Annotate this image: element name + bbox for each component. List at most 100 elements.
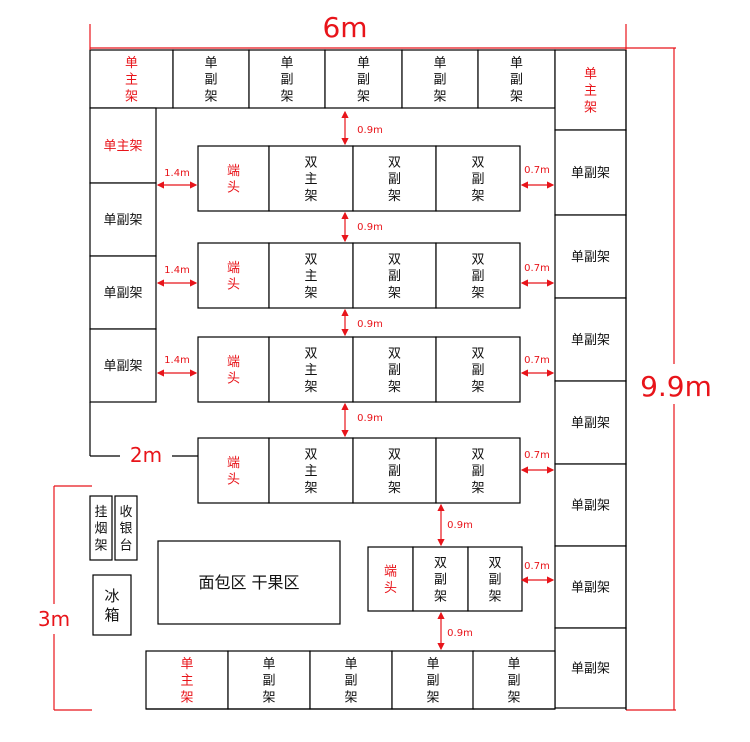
single-main-shelf-label: 单主架 <box>180 657 193 705</box>
single-sub-shelf-label: 单副架 <box>571 416 610 431</box>
svg-text:双: 双 <box>388 156 401 171</box>
svg-text:架: 架 <box>180 690 193 705</box>
svg-text:头: 头 <box>384 581 397 596</box>
double-main-shelf-label: 双主架 <box>304 347 317 395</box>
width-dimension-label: 6m <box>322 11 367 44</box>
double-sub-shelf-label: 双副架 <box>488 556 501 604</box>
single-sub-shelf-label: 单副架 <box>433 56 446 104</box>
svg-text:单: 单 <box>262 657 275 672</box>
label-layer: 单主架单副架单副架单副架单副架单副架单主架单主架单副架单副架单副架单副架单副架单… <box>38 11 712 705</box>
svg-text:端: 端 <box>227 355 240 370</box>
svg-text:双: 双 <box>304 156 317 171</box>
svg-text:架: 架 <box>388 189 401 204</box>
double-sub-shelf-label: 双副架 <box>434 556 447 604</box>
svg-text:双: 双 <box>304 253 317 268</box>
svg-text:主: 主 <box>584 84 597 99</box>
single-sub-shelf <box>477 49 556 109</box>
double-sub-shelf-label: 双副架 <box>471 156 484 204</box>
fridge <box>92 574 132 636</box>
svg-text:副: 副 <box>388 172 401 187</box>
svg-text:端: 端 <box>227 261 240 276</box>
single-sub-shelf-label: 单副架 <box>571 581 610 596</box>
svg-text:架: 架 <box>94 538 107 553</box>
svg-text:双: 双 <box>434 556 447 571</box>
single-sub-shelf-label: 单副架 <box>344 657 357 705</box>
double-sub-shelf-label: 双副架 <box>471 448 484 496</box>
svg-text:副: 副 <box>262 674 275 689</box>
single-main-shelf-label: 单主架 <box>584 67 597 115</box>
svg-text:架: 架 <box>304 481 317 496</box>
svg-text:副: 副 <box>280 73 293 88</box>
single-sub-shelf-label: 单副架 <box>204 56 217 104</box>
double-sub-shelf <box>467 546 523 612</box>
single-sub-shelf-label: 单副架 <box>357 56 370 104</box>
svg-text:单副架: 单副架 <box>103 286 142 301</box>
svg-text:单: 单 <box>180 657 193 672</box>
double-sub-shelf <box>435 437 521 504</box>
right-gap-label: 0.7m <box>524 165 550 176</box>
svg-text:单副架: 单副架 <box>571 416 610 431</box>
single-main-shelf <box>145 650 229 710</box>
aisle-gap-label: 0.9m <box>447 520 473 531</box>
bakery-zone-label: 面包区 干果区 <box>198 573 299 592</box>
svg-text:头: 头 <box>227 181 240 196</box>
svg-text:单: 单 <box>426 657 439 672</box>
single-sub-shelf <box>89 255 157 330</box>
svg-text:双: 双 <box>388 347 401 362</box>
right-gap-label: 0.7m <box>524 450 550 461</box>
single-sub-shelf-label: 单副架 <box>571 333 610 348</box>
svg-text:单主架: 单主架 <box>103 139 142 154</box>
svg-text:单: 单 <box>433 56 446 71</box>
double-sub-shelf-label: 双副架 <box>388 448 401 496</box>
single-sub-shelf <box>248 49 326 109</box>
single-sub-shelf <box>227 650 311 710</box>
double-main-shelf <box>268 145 354 212</box>
cashier-counter-label: 收银台 <box>119 505 132 553</box>
single-sub-shelf-label: 单副架 <box>571 499 610 514</box>
svg-text:副: 副 <box>510 73 523 88</box>
svg-text:架: 架 <box>426 690 439 705</box>
svg-text:单副架: 单副架 <box>571 166 610 181</box>
svg-text:副: 副 <box>388 269 401 284</box>
svg-text:架: 架 <box>388 481 401 496</box>
svg-text:头: 头 <box>227 473 240 488</box>
single-sub-shelf-label: 单副架 <box>571 250 610 265</box>
dimension-lines-layer <box>30 8 720 711</box>
front-dimension-label: 3m <box>38 607 70 631</box>
single-sub-shelf-label: 单副架 <box>103 359 142 374</box>
svg-text:单副架: 单副架 <box>571 581 610 596</box>
aisle-gap-label: 0.9m <box>357 125 383 136</box>
svg-text:主: 主 <box>304 363 317 378</box>
svg-text:架: 架 <box>507 690 520 705</box>
single-sub-shelf <box>309 650 393 710</box>
svg-text:副: 副 <box>507 674 520 689</box>
svg-text:单: 单 <box>204 56 217 71</box>
svg-text:架: 架 <box>344 690 357 705</box>
single-sub-shelf <box>391 650 475 710</box>
end-cap-shelf <box>197 437 270 504</box>
bakery-zone <box>157 540 341 625</box>
right-gap-label: 0.7m <box>524 355 550 366</box>
aisle-gap-label: 0.9m <box>447 628 473 639</box>
double-main-shelf <box>268 242 354 309</box>
svg-text:副: 副 <box>471 363 484 378</box>
svg-text:单副架: 单副架 <box>571 250 610 265</box>
svg-text:架: 架 <box>388 380 401 395</box>
aisle-gap-label: 0.9m <box>357 413 383 424</box>
double-sub-shelf <box>352 437 437 504</box>
single-sub-shelf-label: 单副架 <box>103 213 142 228</box>
svg-text:架: 架 <box>471 189 484 204</box>
double-sub-shelf-label: 双副架 <box>471 253 484 301</box>
right-gap-label: 0.7m <box>524 561 550 572</box>
svg-text:架: 架 <box>204 89 217 104</box>
single-sub-shelf <box>554 545 627 629</box>
svg-text:架: 架 <box>262 690 275 705</box>
svg-text:主: 主 <box>304 172 317 187</box>
svg-text:双: 双 <box>471 253 484 268</box>
svg-text:箱: 箱 <box>104 606 119 624</box>
svg-text:收: 收 <box>119 505 132 520</box>
svg-text:架: 架 <box>125 89 138 104</box>
double-sub-shelf <box>435 242 521 309</box>
end-cap-shelf-label: 端头 <box>227 456 240 488</box>
svg-text:银: 银 <box>119 522 132 537</box>
